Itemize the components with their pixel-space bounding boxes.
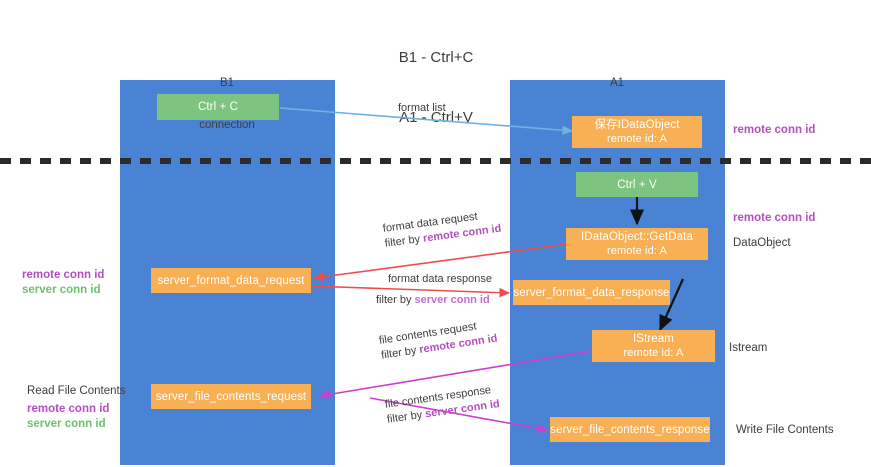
- side-label-istream-text: Istream: [729, 342, 768, 354]
- legend-left-bottom-remote-conn-id: remote conn id: [27, 403, 110, 415]
- node-server-format-data-request[interactable]: server_format_data_request: [151, 268, 311, 293]
- side-label-write-file-contents-text: Write File Contents: [736, 424, 834, 436]
- filter-key-server-conn-id: server conn id: [414, 294, 490, 306]
- column-header-b1: B1 connection: [152, 48, 302, 160]
- node-ctrl-c[interactable]: Ctrl + C: [157, 94, 279, 120]
- column-header-b1-role: connection: [199, 119, 255, 131]
- diagram-title: B1 - Ctrl+C A1 - Ctrl+V: [336, 8, 536, 168]
- side-label-read-file-contents: Read File Contents: [27, 384, 125, 399]
- node-save-idataobject-line-2: remote id: A: [607, 133, 667, 145]
- legend-left-middle-server-conn-id: server conn id: [22, 284, 101, 296]
- node-ctrl-c-label: Ctrl + C: [197, 101, 239, 113]
- node-server-format-data-response[interactable]: server_format_data_response: [513, 280, 670, 305]
- edge-label-format-data-request: format data request filter by remote con…: [382, 207, 502, 252]
- legend-left-middle: remote conn id server conn id: [22, 268, 104, 298]
- node-save-idataobject-line-1: 保存IDataObject: [594, 119, 680, 131]
- side-label-read-file-contents-text: Read File Contents: [27, 385, 126, 397]
- node-server-file-contents-request-label: server_file_contents_request: [155, 390, 307, 403]
- side-label-remote-conn-id-top-text: remote conn id: [733, 124, 816, 136]
- side-label-remote-conn-id-mid: remote conn id: [733, 211, 815, 226]
- node-istream-line-2: remote id: A: [623, 347, 684, 359]
- node-ctrl-v[interactable]: Ctrl + V: [576, 172, 698, 197]
- node-server-file-contents-response[interactable]: server_file_contents_response: [550, 417, 710, 442]
- node-idataobject-getdata-line-1: IDataObject::GetData: [581, 231, 693, 243]
- side-label-remote-conn-id-top: remote conn id: [733, 123, 815, 138]
- filter-prefix: filter by: [384, 232, 424, 250]
- node-server-format-data-response-label: server_format_data_response: [513, 286, 670, 299]
- edge-label-file-contents-request: file contents request filter by remote c…: [378, 317, 499, 364]
- edge-label-format-list-text: format list: [398, 102, 446, 114]
- side-label-data-object-text: DataObject: [733, 237, 791, 249]
- filter-prefix: filter by: [376, 294, 415, 306]
- side-label-remote-conn-id-mid-text: remote conn id: [733, 212, 816, 224]
- node-idataobject-getdata-line-2: remote id: A: [607, 245, 667, 257]
- node-server-file-contents-response-label: server_file_contents_response: [550, 423, 710, 436]
- edge-label-format-data-response-filter: filter by server conn id: [376, 293, 492, 308]
- node-istream[interactable]: IStream remote id: A: [592, 330, 715, 362]
- node-save-idataobject[interactable]: 保存IDataObject remote id: A: [572, 116, 702, 148]
- node-ctrl-v-label: Ctrl + V: [617, 178, 657, 191]
- side-label-istream: Istream: [729, 341, 767, 356]
- diagram-title-line-1: B1 - Ctrl+C: [398, 49, 474, 66]
- edge-label-format-data-response: format data response filter by server co…: [376, 272, 492, 308]
- node-idataobject-getdata[interactable]: IDataObject::GetData remote id: A: [566, 228, 708, 260]
- side-label-data-object: DataObject: [733, 236, 791, 251]
- node-server-format-data-request-label: server_format_data_request: [157, 274, 305, 287]
- legend-left-middle-remote-conn-id: remote conn id: [22, 269, 105, 281]
- filter-prefix: filter by: [386, 408, 427, 426]
- edge-label-format-list: format list: [398, 101, 446, 116]
- node-server-file-contents-request[interactable]: server_file_contents_request: [151, 384, 311, 409]
- legend-left-bottom: remote conn id server conn id: [27, 402, 109, 432]
- legend-left-bottom-server-conn-id: server conn id: [27, 418, 106, 430]
- node-istream-line-1: IStream: [633, 333, 674, 345]
- edge-label-file-contents-response: file contents response filter by server …: [384, 382, 501, 428]
- column-header-b1-name: B1: [219, 77, 235, 89]
- side-label-write-file-contents: Write File Contents: [736, 423, 834, 438]
- edge-label-format-data-response-text: format data response: [388, 273, 492, 285]
- column-header-a1-name: A1: [609, 77, 625, 89]
